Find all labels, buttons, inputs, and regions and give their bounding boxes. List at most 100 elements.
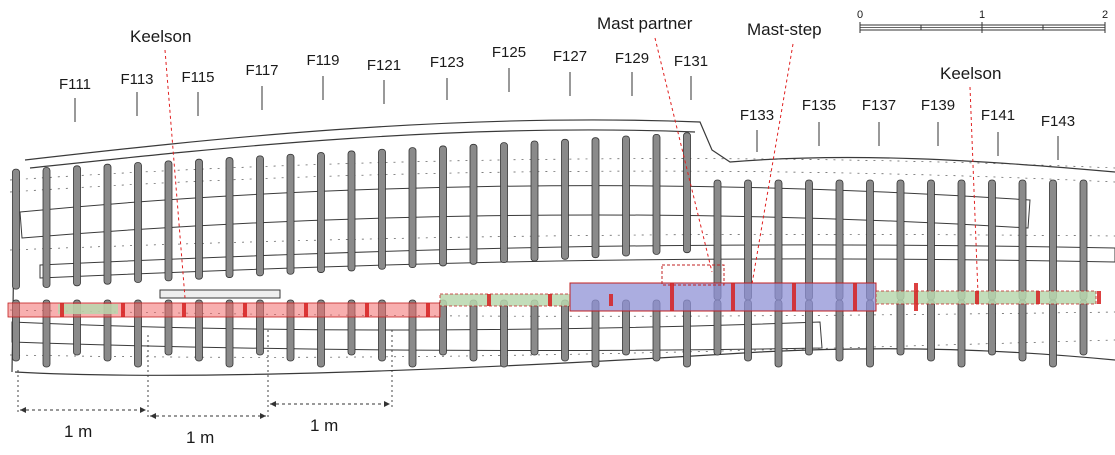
- frame-timber-upper: [988, 179, 996, 301]
- frame-timber-upper: [1079, 179, 1088, 301]
- keelson-frame-notch: [121, 303, 125, 317]
- dim-arrow-1b: [140, 407, 146, 413]
- frame-timber-upper: [12, 168, 20, 290]
- keelson-frame-notch: [304, 303, 308, 317]
- frame-timber-lower: [530, 299, 539, 356]
- callout-mast-step-leader: [751, 43, 794, 285]
- frame-label-f111: F111: [59, 76, 91, 93]
- stringer-5: [9, 339, 1115, 358]
- dim-arrow-2b: [260, 413, 266, 419]
- scale-label-1: 1: [979, 9, 985, 21]
- frame-timber-upper: [530, 140, 539, 262]
- frame-timber-upper: [103, 163, 112, 285]
- keelson-frame-notch: [731, 283, 735, 311]
- frame-timber-lower: [927, 299, 935, 362]
- frame-label-f123: F123: [430, 54, 464, 71]
- frame-timber-upper: [957, 179, 966, 301]
- scale-label-2: 2: [1102, 9, 1108, 21]
- mast-partner-outline: [661, 264, 725, 286]
- dimension-labels: 1 m 1 m 1 m: [64, 416, 338, 447]
- frame-label-f143: F143: [1041, 113, 1075, 130]
- callouts: Keelson Mast partner Mast-step Keelson: [130, 14, 1001, 299]
- keelson-frame-notch: [182, 303, 186, 317]
- frame-label-f125: F125: [492, 44, 526, 61]
- frame-timber-upper: [134, 162, 142, 283]
- frame-label-f131: F131: [674, 53, 708, 70]
- frame-timber-upper: [744, 179, 752, 301]
- keelson-frame-notch: [975, 291, 979, 304]
- mast-step-block: [569, 282, 877, 312]
- dim-label-2: 1 m: [186, 428, 214, 447]
- frame-label-f135: F135: [802, 97, 836, 114]
- frame-timber-lower: [957, 299, 966, 368]
- frame-timber-upper: [256, 155, 264, 277]
- frame-timber-lower: [439, 299, 447, 356]
- frame-label-f119: F119: [306, 52, 339, 69]
- keelson-frame-notch: [792, 283, 796, 311]
- frame-timber-upper: [774, 179, 783, 301]
- frame-timber-upper: [286, 153, 295, 275]
- frame-label-f113: F113: [120, 71, 153, 88]
- frame-timber-upper: [73, 165, 81, 287]
- keelson-green-band-right: [875, 290, 1097, 305]
- frame-timber-upper: [805, 179, 813, 301]
- callout-keelson-right: Keelson: [940, 64, 1001, 83]
- stringer-3: [9, 234, 1115, 251]
- dim-arrow-3a: [270, 401, 276, 407]
- keelson-green-band-left: [58, 304, 118, 314]
- keelson-notches: [60, 283, 1101, 317]
- frame-timber-lower: [988, 299, 996, 356]
- frame-timber-upper: [1018, 179, 1027, 301]
- frame-timber-lower: [1079, 299, 1088, 356]
- dimension-lines: [17, 330, 393, 420]
- frame-timber-upper: [1049, 179, 1057, 301]
- keelson-frame-notch: [60, 303, 64, 317]
- frame-timber-lower: [500, 299, 508, 368]
- strake-2: [39, 244, 1115, 279]
- frame-label-f129: F129: [615, 50, 649, 67]
- dim-arrow-3b: [384, 401, 390, 407]
- frame-timber-upper: [469, 143, 478, 265]
- keelson-frame-notch: [1097, 291, 1101, 304]
- callout-keelson-right-leader: [969, 86, 979, 295]
- frame-timber-lower: [561, 299, 569, 362]
- frame-timber-lower: [1049, 299, 1057, 368]
- frame-timber-upper: [195, 158, 203, 280]
- stringer-lines: [9, 158, 1115, 358]
- frame-label-f115: F115: [181, 69, 214, 86]
- frame-label-f137: F137: [862, 97, 896, 114]
- callout-mast-step: Mast-step: [747, 20, 822, 39]
- frame-timber-upper: [225, 157, 234, 278]
- frame-label-f121: F121: [367, 57, 401, 74]
- scale-bar: 0 1 2: [857, 9, 1108, 33]
- keelson-frame-notch: [548, 294, 552, 306]
- dim-arrow-2a: [150, 413, 156, 419]
- strake-4: [159, 289, 281, 299]
- frame-timber-upper: [591, 137, 600, 259]
- frame-timber-upper: [927, 179, 935, 301]
- frame-timber-upper: [683, 132, 691, 254]
- dim-label-1: 1 m: [64, 422, 92, 441]
- stringer-4: [9, 309, 1115, 317]
- frame-timber-upper: [317, 152, 325, 273]
- keelson-frame-notch: [609, 294, 613, 306]
- callout-keelson-left: Keelson: [130, 27, 191, 46]
- frame-timber-upper: [896, 179, 905, 301]
- keelson-frame-notch: [670, 283, 674, 311]
- frame-timber-upper: [866, 179, 874, 301]
- callout-mast-partner-leader: [654, 37, 713, 273]
- keelson-frame-notch: [853, 283, 857, 311]
- frame-timber-upper: [561, 138, 569, 260]
- frame-timber-upper: [713, 179, 722, 301]
- frame-timber-upper: [408, 147, 417, 269]
- frame-timber-upper: [164, 160, 173, 282]
- frame-timber-upper: [622, 135, 630, 257]
- frame-label-f141: F141: [981, 107, 1015, 124]
- frame-label-f139: F139: [921, 97, 955, 114]
- frame-timber-upper: [652, 133, 661, 255]
- frame-label-f117: F117: [245, 62, 278, 79]
- frame-timber-upper: [378, 148, 386, 270]
- frame-timber-lower: [469, 299, 478, 362]
